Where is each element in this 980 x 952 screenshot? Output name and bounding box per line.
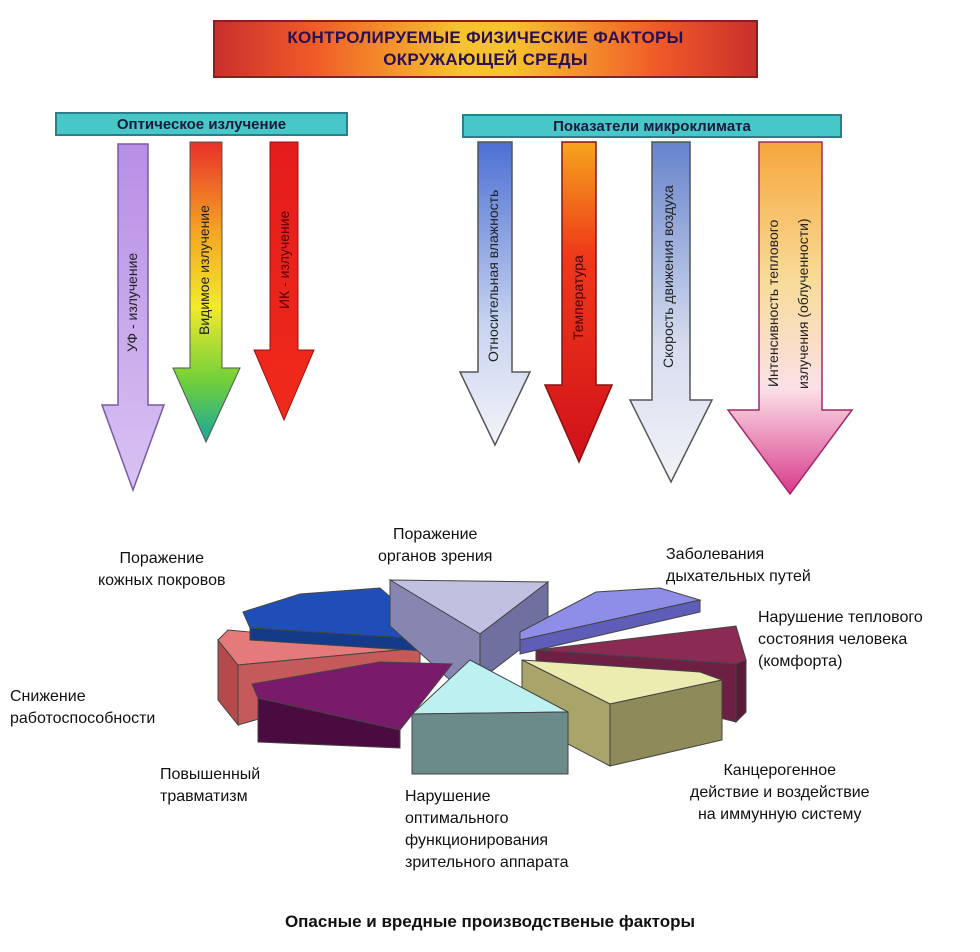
uv-label: УФ - излучение — [124, 252, 140, 352]
eye-damage-label: Поражение органов зрения — [378, 524, 492, 568]
trauma-line2: травматизм — [160, 788, 248, 805]
heat-radiation-arrow — [726, 141, 854, 496]
thermal-state-label: Нарушение теплового состояния человека (… — [758, 607, 923, 673]
respiratory-line1: Заболевания — [666, 546, 765, 563]
work-line2: работоспособности — [10, 710, 156, 727]
ir-label: ИК - излучение — [276, 210, 292, 310]
visual-line2: оптимального — [405, 810, 509, 827]
ir-radiation-arrow — [253, 141, 315, 422]
cancer-label: Канцерогенное действие и воздействие на … — [690, 760, 870, 826]
slice-respiratory-side — [519, 599, 701, 655]
visual-line3: функционирования — [405, 832, 549, 849]
air-speed-arrow — [628, 141, 714, 484]
eye-damage-line2: органов зрения — [378, 548, 493, 565]
visual-line4: зрительного аппарата — [405, 854, 569, 871]
trauma-line1: Повышенный — [160, 766, 261, 783]
cancer-line1: Канцерогенное — [723, 762, 837, 779]
visual-function-label: Нарушение оптимального функционирования … — [405, 786, 569, 874]
eye-damage-line1: Поражение — [392, 526, 478, 543]
respiratory-label: Заболевания дыхательных путей — [666, 544, 811, 588]
slice-trauma — [251, 661, 454, 731]
heat-label-line1: Интенсивность теплового — [765, 219, 781, 387]
uv-radiation-arrow — [100, 143, 166, 493]
respiratory-line2: дыхательных путей — [666, 568, 811, 585]
work-line1: Снижение — [10, 688, 86, 705]
thermal-line3: (комфорта) — [758, 653, 843, 670]
footer-caption: Опасные и вредные производственые фактор… — [284, 912, 696, 931]
category-microclimate-label: Показатели микроклимата — [553, 117, 751, 135]
temperature-arrow — [543, 141, 614, 464]
skin-damage-label: Поражение кожных покровов — [98, 548, 225, 592]
cancer-line3: на иммунную систему — [697, 806, 862, 823]
humidity-label: Относительная влажность — [485, 189, 501, 363]
humidity-arrow — [458, 141, 532, 447]
cancer-line2: действие и воздействие — [690, 784, 870, 801]
work-capacity-label: Снижение работоспособности — [10, 686, 155, 730]
slice-thermal-state-side — [735, 659, 747, 724]
visible-radiation-arrow — [172, 141, 241, 444]
visible-label: Видимое излучение — [196, 205, 212, 335]
main-title-box: КОНТРОЛИРУЕМЫЕ ФИЗИЧЕСКИЕ ФАКТОРЫ ОКРУЖА… — [213, 20, 758, 78]
slice-visual-function-front — [411, 711, 569, 775]
slice-trauma-front — [257, 697, 401, 749]
heat-label-line2: излучения (облученности) — [795, 218, 811, 390]
category-optical-label: Оптическое излучение — [116, 115, 287, 133]
thermal-line2: состояния человека — [758, 631, 908, 648]
temperature-label: Температура — [570, 255, 586, 341]
visual-line1: Нарушение — [405, 788, 491, 805]
thermal-line1: Нарушение теплового — [758, 609, 923, 626]
slice-respiratory — [519, 587, 702, 641]
category-microclimate: Показатели микроклимата — [462, 114, 842, 138]
trauma-label: Повышенный травматизм — [160, 764, 260, 808]
main-title-line1: КОНТРОЛИРУЕМЫЕ ФИЗИЧЕСКИЕ ФАКТОРЫ — [287, 28, 684, 47]
air-speed-label: Скорость движения воздуха — [660, 185, 676, 369]
main-title-line2: ОКРУЖАЮЩЕЙ СРЕДЫ — [383, 50, 588, 69]
category-optical-radiation: Оптическое излучение — [55, 112, 348, 136]
effects-pie-chart — [217, 579, 747, 775]
skin-line1: Поражение — [119, 550, 204, 567]
skin-line2: кожных покровов — [98, 572, 226, 589]
